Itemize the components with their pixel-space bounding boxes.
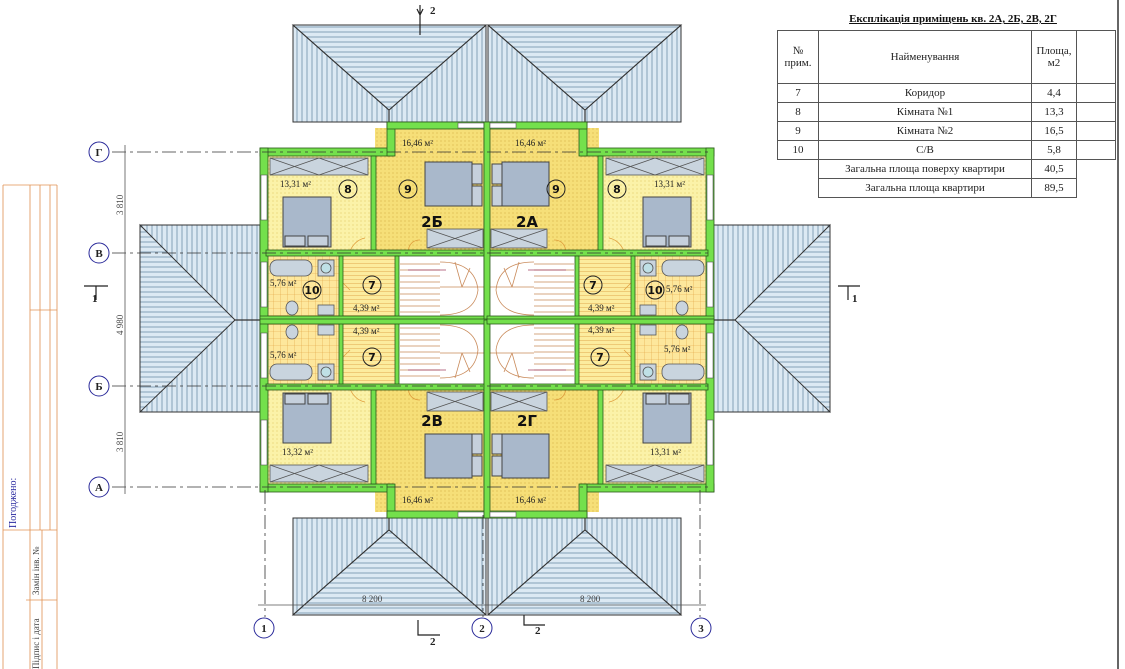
area-8-2a: 13,31 м² [654, 179, 685, 189]
dim-g-v: 3 810 [115, 194, 125, 215]
section-label-right: 1 [852, 293, 858, 305]
dimension-lines [124, 145, 706, 606]
room-number-7-2a: 7 [583, 275, 603, 295]
title-strip [2, 184, 58, 669]
axis-marker-b: Б [88, 375, 110, 397]
grid-axes [112, 151, 710, 617]
agreed-label: Погоджено: [8, 477, 19, 528]
room-number-8-2b: 8 [338, 179, 358, 199]
area-10-2g: 5,76 м² [664, 344, 691, 354]
section-label-bottom-left: 2 [430, 636, 436, 648]
area-8-2v: 13,32 м² [282, 447, 313, 457]
apartment-label-2b: 2Б [421, 213, 443, 231]
svg-text:3: 3 [698, 623, 704, 635]
svg-text:А: А [95, 482, 103, 494]
section-label-bottom-right: 2 [535, 625, 541, 637]
axis-marker-a: А [88, 476, 110, 498]
roof-bottom-left [292, 517, 487, 616]
dim-1-2: 8 200 [362, 594, 383, 604]
area-7-2b: 4,39 м² [353, 303, 380, 313]
axis-marker-v: В [88, 242, 110, 264]
header-area: Площа, м2 [1031, 30, 1077, 84]
svg-text:10: 10 [647, 284, 663, 297]
svg-text:7: 7 [368, 279, 376, 292]
header-name: Найменування [818, 30, 1032, 84]
area-9-2g: 16,46 м² [515, 495, 546, 505]
area-10-2b: 5,76 м² [270, 278, 297, 288]
section-arrow-bottom-left [417, 620, 440, 636]
room-number-10-2b: 10 [302, 280, 322, 300]
area-7-2v: 4,39 м² [353, 326, 380, 336]
dim-b-a: 3 810 [115, 431, 125, 452]
roof-top-right [487, 24, 682, 123]
roof-top-left [292, 24, 487, 123]
dim-2-3: 8 200 [580, 594, 601, 604]
svg-text:2: 2 [479, 623, 485, 635]
area-10-2v: 5,76 м² [270, 350, 297, 360]
area-7-2g: 4,39 м² [588, 325, 615, 335]
room-number-9-2b: 9 [398, 179, 418, 199]
area-9-2a: 16,46 м² [515, 138, 546, 148]
roof-right [709, 224, 831, 413]
svg-text:9: 9 [404, 183, 412, 196]
header-num: № прим. [777, 30, 819, 84]
svg-text:Б: Б [95, 381, 102, 393]
area-7-2a: 4,39 м² [588, 303, 615, 313]
axis-marker-2: 2 [471, 617, 493, 639]
room-number-8-2a: 8 [607, 179, 627, 199]
svg-text:1: 1 [261, 623, 267, 635]
section-arrow-left [84, 285, 108, 300]
svg-text:В: В [95, 248, 103, 260]
axis-marker-3: 3 [690, 617, 712, 639]
area-9-2b: 16,46 м² [402, 138, 433, 148]
header-extra [1076, 30, 1116, 84]
svg-text:10: 10 [304, 284, 320, 297]
svg-text:7: 7 [596, 351, 604, 364]
section-label-left: 1 [92, 293, 98, 305]
section-arrow-bottom-right [523, 615, 545, 626]
replace-inv-label: Замін інв. № [31, 546, 41, 595]
dim-v-b: 4 980 [115, 314, 125, 335]
apartment-label-2a: 2А [516, 213, 538, 231]
axis-marker-1: 1 [253, 617, 275, 639]
svg-text:7: 7 [589, 279, 597, 292]
section-arrow-right [838, 285, 860, 300]
apartment-label-2v: 2В [421, 412, 443, 430]
axis-marker-g: Г [88, 141, 110, 163]
table-title: Експлікація приміщень кв. 2А, 2Б, 2В, 2Г [849, 13, 1057, 25]
room-number-7-2v: 7 [362, 347, 382, 367]
svg-text:9: 9 [552, 183, 560, 196]
svg-text:8: 8 [344, 183, 352, 196]
room-number-7-2g: 7 [590, 347, 610, 367]
room-number-9-2a: 9 [546, 179, 566, 199]
svg-text:7: 7 [368, 351, 376, 364]
area-8-2g: 13,31 м² [650, 447, 681, 457]
room-number-7-2b: 7 [362, 275, 382, 295]
apartment-label-2g: 2Г [517, 412, 537, 430]
area-10-2a: 5,76 м² [666, 284, 693, 294]
svg-text:Г: Г [96, 147, 103, 159]
section-label-top: 2 [430, 5, 436, 17]
signature-date-label: Підпис і дата [31, 618, 41, 669]
area-9-2v: 16,46 м² [402, 495, 433, 505]
area-8-2b: 13,31 м² [280, 179, 311, 189]
room-number-10-2a: 10 [645, 280, 665, 300]
section-arrow-top [416, 5, 424, 35]
svg-text:8: 8 [613, 183, 621, 196]
